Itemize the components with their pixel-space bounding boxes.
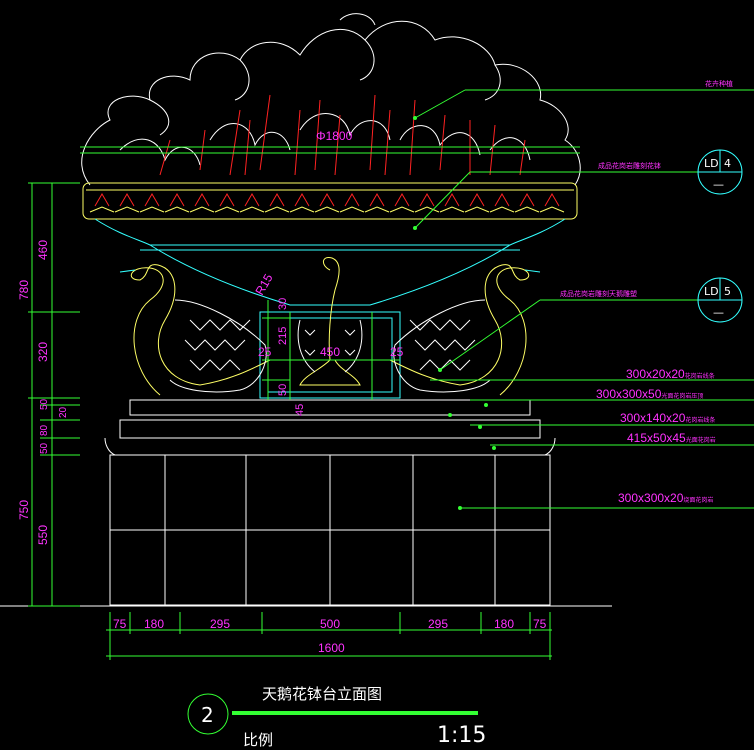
note-m4-size: 415x50x45: [627, 431, 686, 445]
dim-left-750: 750: [17, 500, 31, 520]
dim-bottom-4: 500: [320, 617, 340, 631]
note-bowl: 成品花岗岩雕刻花钵: [598, 161, 661, 170]
detail-callout-ld4[interactable]: LD 4 —: [697, 149, 743, 195]
ld4-number: 4: [724, 157, 731, 170]
dim-215: 215: [277, 327, 289, 345]
planter-bowl: [80, 146, 580, 306]
dim-50-mid: 50: [277, 384, 289, 396]
note-m1: 300x20x20花岗岩线条: [626, 367, 715, 381]
note-flower: 花卉种植: [705, 79, 733, 88]
center-dimensions: R15 30 215 25 450 25 50 45 Φ1800: [252, 129, 403, 416]
note-m1-material: 花岗岩线条: [685, 372, 715, 380]
dim-bottom-5: 295: [428, 617, 448, 631]
bowl-lotus-pattern: [89, 193, 565, 213]
scale-value: 1:15: [437, 723, 486, 748]
plant-foliage: [81, 13, 581, 186]
note-m2-size: 300x300x50: [596, 387, 662, 401]
ld5-bottom: —: [713, 306, 724, 319]
ld5-letters: LD: [704, 285, 719, 298]
note-m2-material: 光面花岗岩压顶: [661, 392, 703, 400]
dim-25b: 25: [390, 345, 404, 359]
ld5-number: 5: [724, 285, 731, 298]
dim-left-460: 460: [36, 240, 50, 260]
red-flower-stems: [159, 94, 526, 176]
view-number-circle: [187, 693, 229, 735]
dim-bottom-2: 180: [144, 617, 164, 631]
drawing-title: 天鹅花钵台立面图: [262, 685, 382, 703]
left-dimension-chain: 780 460 320 50 20 80 50 750 550: [17, 182, 80, 607]
leader-dots: [413, 116, 496, 510]
note-m1-size: 300x20x20: [626, 367, 685, 381]
swan-left: [119, 264, 271, 396]
dim-left-320: 320: [36, 342, 50, 362]
dim-left-80: 80: [39, 424, 50, 436]
dim-r15: R15: [252, 271, 275, 297]
dim-25a: 25: [258, 345, 272, 359]
dim-left-50b: 50: [39, 442, 50, 454]
dim-bottom-3: 295: [210, 617, 230, 631]
dim-30: 30: [277, 298, 289, 310]
base-steps: [104, 399, 556, 456]
detail-callout-ld5[interactable]: LD 5 —: [697, 277, 743, 323]
leader-lines: [414, 89, 754, 509]
view-number: 2: [201, 703, 214, 727]
dim-45-mid: 45: [294, 404, 306, 416]
note-m3: 300x140x20花岗岩线条: [620, 411, 715, 425]
dim-left-550: 550: [36, 525, 50, 545]
dim-left-780: 780: [17, 280, 31, 300]
dim-bottom-7: 75: [533, 617, 547, 631]
note-m3-size: 300x140x20: [620, 411, 686, 425]
dim-left-50: 50: [39, 398, 50, 410]
note-m5-material: 烧面花岗岩: [683, 496, 713, 504]
note-swan: 成品花岗岩雕刻天鹅雕塑: [560, 289, 637, 298]
note-m5-size: 300x300x20: [618, 491, 684, 505]
base-block-grid: [109, 454, 551, 606]
title-block: 2 天鹅花钵台立面图 比例 1:15: [187, 685, 486, 749]
dim-diameter: Φ1800: [316, 129, 353, 143]
ld4-letters: LD: [704, 157, 719, 170]
swan-center: [297, 256, 363, 386]
dim-450: 450: [320, 345, 340, 359]
note-m3-material: 花岗岩线条: [685, 416, 715, 424]
bottom-dimension-chain: 75 180 295 500 295 180 75 1600: [106, 612, 552, 660]
note-m2: 300x300x50光面花岗岩压顶: [596, 387, 703, 401]
ld4-bottom: —: [713, 178, 724, 191]
note-m4-material: 光面花岗岩: [686, 436, 716, 444]
dim-bottom-6: 180: [494, 617, 514, 631]
dim-bottom-total: 1600: [318, 641, 345, 655]
note-m4: 415x50x45光面花岗岩: [627, 431, 716, 445]
dim-bottom-1: 75: [113, 617, 127, 631]
dim-left-20: 20: [58, 406, 69, 418]
scale-label: 比例: [243, 731, 273, 749]
note-m5: 300x300x20烧面花岗岩: [618, 491, 713, 505]
swan-right: [389, 264, 541, 396]
